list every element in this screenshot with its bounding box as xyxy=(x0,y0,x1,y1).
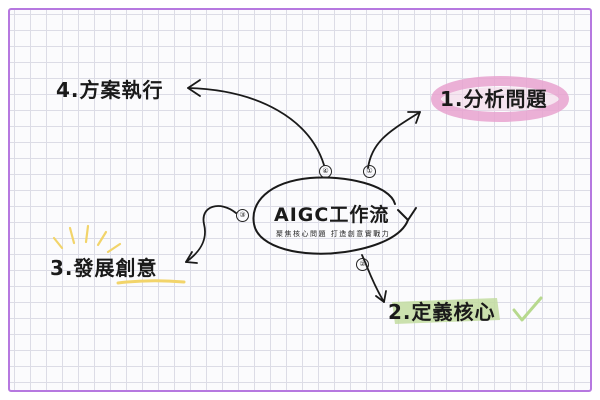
arrow-to-step-4-head xyxy=(187,79,201,97)
arrow-to-step-1-head xyxy=(407,111,421,124)
step-1-highlight xyxy=(431,76,569,122)
step-2-marker: ② xyxy=(356,258,369,271)
step-1-label: 1.分析問題 xyxy=(440,87,548,111)
check-icon xyxy=(512,296,543,322)
step-2-highlight xyxy=(392,298,500,324)
center-title: AIGC工作流 xyxy=(274,204,390,226)
center-loop xyxy=(252,176,409,255)
arrow-to-step-3-head xyxy=(185,251,198,264)
center-subtitle: 聚焦核心問題 打造創意實戰力 xyxy=(276,230,391,238)
center-loop-arrowhead xyxy=(397,207,417,221)
step-2-label: 2.定義核心 xyxy=(388,300,496,324)
step-1-highlight-inner xyxy=(442,87,558,111)
step-3-underline xyxy=(116,279,186,285)
step-1-marker: ① xyxy=(363,165,376,178)
arrow-to-step-3 xyxy=(185,205,237,263)
step-4-label: 4.方案執行 xyxy=(56,78,164,102)
step-3-marker: ③ xyxy=(236,209,249,222)
arrow-to-step-2-head xyxy=(375,290,387,303)
step-3-label: 3.發展創意 xyxy=(50,256,158,280)
step-4-marker: ④ xyxy=(319,165,332,178)
sparkle-icon xyxy=(52,224,122,254)
arrow-to-step-1 xyxy=(367,111,421,169)
grid-paper-background xyxy=(8,8,592,392)
arrow-to-step-4 xyxy=(187,87,325,166)
